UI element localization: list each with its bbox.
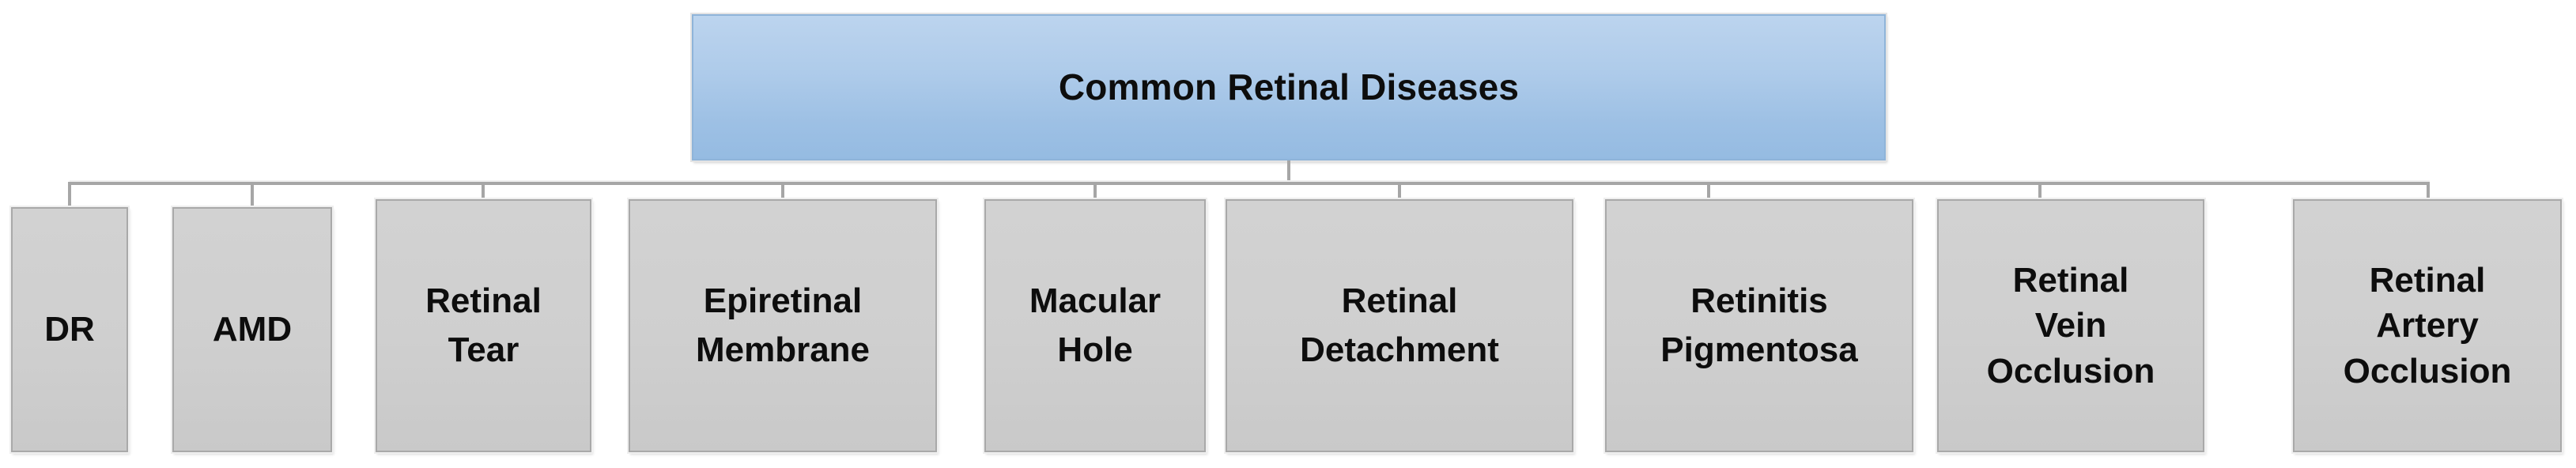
connector-stem-child-5 <box>1093 182 1097 208</box>
child-node-label: Retinal Tear <box>425 281 542 369</box>
child-node-retinal-vein-occlusion[interactable]: Retinal Vein Occlusion <box>1937 199 2204 452</box>
child-node-retinal-artery-occlusion[interactable]: Retinal Artery Occlusion <box>2293 199 2562 452</box>
child-node-label: Retinal Vein Occlusion <box>1986 261 2155 391</box>
connector-stem-child-3 <box>482 182 485 208</box>
child-node-label: DR <box>44 309 95 349</box>
root-node-label: Common Retinal Diseases <box>1058 66 1520 108</box>
child-node-retinitis-pigmentosa[interactable]: Retinitis Pigmentosa <box>1605 199 1913 452</box>
connector-horizontal-bus <box>70 182 2430 185</box>
connector-root-stem <box>1287 160 1290 185</box>
child-node-amd[interactable]: AMD <box>172 207 332 452</box>
connector-stem-child-4 <box>781 182 784 208</box>
connector-stem-child-9 <box>2427 182 2430 208</box>
connector-stem-child-6 <box>1398 182 1401 208</box>
child-node-label: Retinal Artery Occlusion <box>2343 261 2512 391</box>
child-node-retinal-detachment[interactable]: Retinal Detachment <box>1226 199 1573 452</box>
child-node-dr[interactable]: DR <box>11 207 128 452</box>
connector-stem-child-7 <box>1707 182 1710 208</box>
connector-stem-child-1 <box>68 182 71 208</box>
child-node-epiretinal-membrane[interactable]: Epiretinal Membrane <box>629 199 937 452</box>
root-node-common-retinal-diseases[interactable]: Common Retinal Diseases <box>692 14 1886 160</box>
child-node-macular-hole[interactable]: Macular Hole <box>984 199 1206 452</box>
child-node-label: Retinitis Pigmentosa <box>1660 281 1858 369</box>
connector-stem-child-8 <box>2038 182 2042 208</box>
child-node-label: Epiretinal Membrane <box>695 281 871 369</box>
child-node-label: Retinal Detachment <box>1300 281 1499 369</box>
child-node-label: AMD <box>212 309 293 349</box>
child-node-retinal-tear[interactable]: Retinal Tear <box>376 199 591 452</box>
child-node-label: Macular Hole <box>1029 281 1161 369</box>
connector-stem-child-2 <box>251 182 254 208</box>
